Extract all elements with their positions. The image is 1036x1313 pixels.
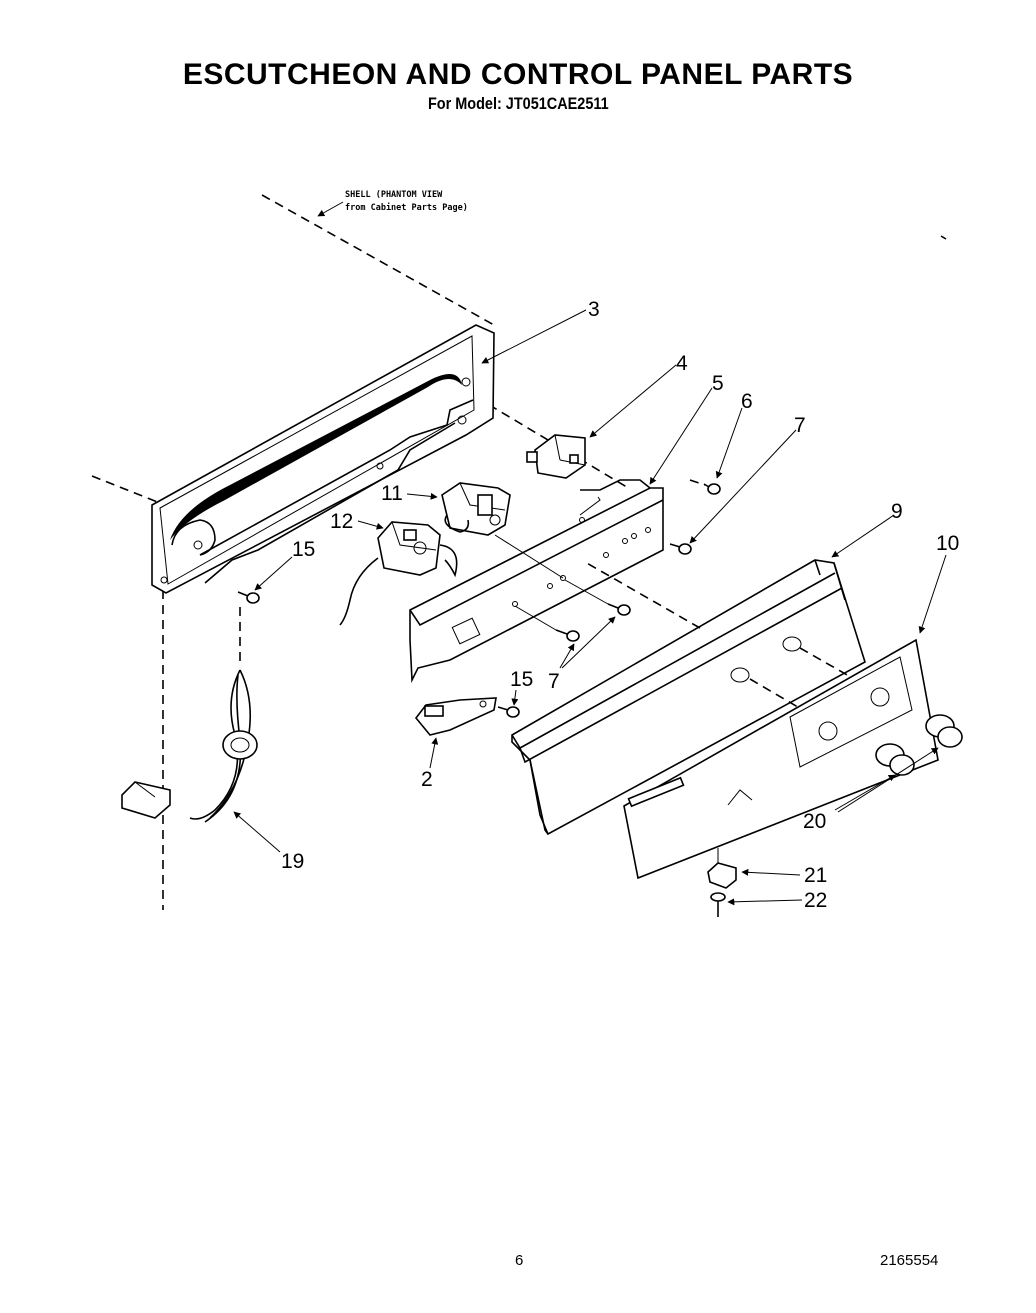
callout-15-lower: 15: [510, 668, 533, 691]
svg-text:from Cabinet Parts Page): from Cabinet Parts Page): [345, 202, 468, 213]
callout-leaders: [233, 309, 947, 906]
callout-6: 6: [741, 390, 753, 413]
callout-21: 21: [804, 864, 827, 887]
callout-19: 19: [281, 850, 304, 873]
model-subtitle: For Model: JT051CAE2511: [427, 94, 609, 113]
shell-phantom-note: SHELL (PHANTOM VIEW from Cabinet Parts P…: [317, 190, 468, 217]
part-7-screw-lower-a: [514, 605, 580, 642]
part-2-latch: [414, 697, 497, 736]
callout-11: 11: [381, 482, 403, 505]
callout-9: 9: [891, 500, 903, 523]
shell-phantom-outline: [91, 194, 947, 910]
part-5-bracket: [409, 479, 664, 684]
callout-22: 22: [804, 889, 827, 912]
callout-3: 3: [588, 298, 600, 321]
callout-5: 5: [712, 372, 724, 395]
part-7-screw-lower-b: [564, 579, 631, 616]
part-19-wire-harness: [121, 607, 258, 823]
part-22-screw: [710, 892, 726, 917]
part-11-switch: [441, 482, 511, 536]
callout-2: 2: [421, 768, 433, 791]
part-20-knob-left: [875, 743, 915, 776]
callout-7-upper: 7: [794, 414, 806, 437]
callout-20: 20: [803, 810, 826, 833]
part-20-knob-right: [925, 714, 963, 748]
part-15-screw-upper: [237, 591, 260, 604]
part-21-clip: [707, 848, 737, 889]
part-3-escutcheon-panel: [151, 324, 495, 594]
svg-text:SHELL (PHANTOM VIEW: SHELL (PHANTOM VIEW: [345, 190, 443, 200]
part-15-screw-lower: [497, 706, 520, 718]
page-number: 6: [515, 1252, 524, 1269]
part-4-switch: [526, 434, 586, 479]
part-6-screw: [689, 479, 721, 495]
callout-4: 4: [676, 352, 688, 375]
document-number: 2165554: [880, 1252, 939, 1269]
part-7-screw-upper: [669, 543, 692, 555]
callout-15-upper: 15: [292, 538, 315, 561]
page-title: ESCUTCHEON AND CONTROL PANEL PARTS: [182, 58, 854, 91]
callout-12: 12: [330, 510, 353, 533]
part-12-switch: [339, 521, 458, 626]
callout-10: 10: [936, 532, 959, 555]
part-10-overlay: [623, 638, 939, 880]
callout-7-lower: 7: [548, 670, 560, 693]
